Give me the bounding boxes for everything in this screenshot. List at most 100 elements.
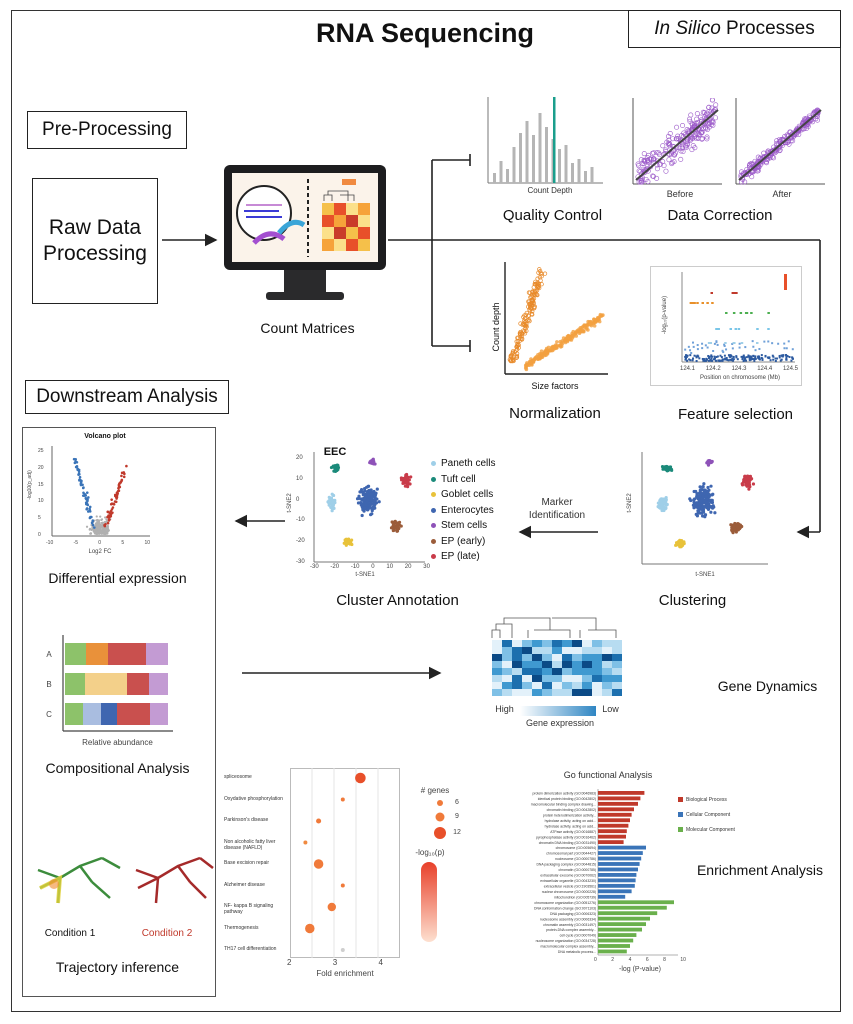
gd-cell	[542, 654, 552, 661]
cluster-annotation-label: Cluster Annotation	[336, 592, 459, 609]
fs-point	[748, 359, 751, 362]
dc-after-point	[810, 114, 816, 120]
tsne-left-point	[408, 482, 412, 486]
volcano-point-up	[108, 518, 111, 521]
dot-mark	[313, 859, 324, 869]
fs-point	[713, 342, 716, 345]
gd-cell	[492, 661, 502, 668]
tsne-right-point	[745, 474, 750, 478]
tsne-right-point	[710, 459, 714, 464]
dot-mark	[303, 840, 308, 845]
fs-point	[710, 292, 714, 294]
tsne-left-point	[332, 506, 336, 510]
dot-term-label: NF- kappa B signaling pathway	[224, 903, 274, 915]
qc-bar	[558, 149, 561, 183]
fs-point	[754, 349, 757, 352]
volcano-point-ns	[101, 529, 105, 532]
tsne-right-point	[709, 510, 713, 514]
go-term-label: pyrophosphatase activity (GO:0016462)	[536, 835, 596, 839]
dc-before-point	[667, 130, 673, 136]
volcano-point-ns	[100, 518, 104, 521]
go-term-label: chromatin binding (GO:0042802)	[547, 808, 596, 812]
gd-cell	[552, 668, 562, 675]
dot-size-9: 9	[455, 813, 459, 820]
fs-point	[724, 342, 727, 344]
fs-xticks: 124.1 124.2 124.3 124.4 124.5	[680, 366, 798, 372]
volcano-point-up	[106, 521, 110, 525]
fs-point	[723, 354, 726, 357]
volcano-point-ns	[105, 518, 108, 521]
go-legend-label: Molecular Component	[686, 826, 735, 833]
go-bar	[598, 851, 643, 855]
fs-point	[709, 359, 712, 362]
legend-dot	[431, 492, 436, 498]
dc-before-point	[704, 134, 710, 140]
ann-ytick: 0	[296, 496, 300, 503]
fs-point	[748, 357, 751, 360]
dc-before-point	[710, 122, 716, 128]
tsne-left-point	[389, 526, 394, 530]
ann-xtick: -10	[350, 564, 360, 570]
gd-cell	[612, 668, 622, 675]
tsne-right-point	[737, 522, 741, 526]
norm-point-high	[522, 331, 528, 336]
tsne-left-point	[356, 501, 361, 505]
fs-point	[689, 359, 692, 362]
tsne-right-point	[698, 488, 702, 492]
go-xtick: 2	[611, 957, 615, 963]
fs-point	[711, 302, 714, 304]
tsne-left-point	[403, 477, 407, 481]
fs-point	[783, 347, 786, 350]
volcano-point-ns	[106, 524, 110, 528]
dc-after-point	[761, 150, 767, 156]
norm-point-high	[534, 288, 540, 293]
volcano-point-ns	[105, 520, 109, 523]
dc-before-point	[713, 115, 719, 121]
in-silico-box: In Silico Processes	[628, 10, 841, 48]
fs-point	[744, 357, 747, 360]
dc-after-point	[755, 168, 761, 174]
norm-point-high	[538, 269, 543, 274]
gd-cell	[572, 661, 582, 668]
go-bar	[598, 801, 638, 806]
tsne-left-point	[404, 480, 408, 484]
gd-cell	[542, 640, 552, 647]
feature-selection-label: Feature selection	[677, 406, 794, 423]
dot-xtick: 4	[378, 958, 383, 967]
fs-point	[686, 354, 689, 357]
fs-point	[692, 341, 695, 344]
tsne-left-point	[409, 475, 413, 479]
preprocessing-label: Pre-Processing	[42, 119, 172, 140]
go-term-label: chromosomal part (GO:0044427)	[546, 852, 596, 856]
go-term-label: hydrolase activity, acting on acid...	[545, 824, 596, 828]
tsne-right-point	[730, 525, 735, 530]
gd-cell	[562, 668, 572, 675]
tsne-right-point	[706, 485, 710, 490]
volcano-point-ns	[94, 530, 97, 533]
fs-point	[730, 359, 733, 362]
volcano-point-down	[88, 505, 92, 509]
gd-cell	[592, 647, 602, 654]
go-xlabel: -log (P-value)	[618, 966, 661, 973]
dot-mark	[340, 883, 345, 888]
gd-cell	[612, 689, 622, 696]
gd-cell	[542, 661, 552, 668]
tsne-right-point	[701, 485, 705, 489]
gd-cell	[572, 682, 582, 689]
go-legend-swatch	[678, 812, 683, 817]
legend-label: Tuft cell	[441, 473, 476, 485]
dc-after-point	[788, 138, 794, 144]
fs-point	[725, 357, 728, 360]
tsne-left-point	[369, 492, 374, 496]
tsne-left-point	[371, 460, 375, 464]
gd-cell	[552, 675, 562, 682]
dc-before-point	[678, 148, 684, 154]
fs-xtick: 124.3	[731, 366, 747, 372]
gd-cell	[582, 668, 592, 675]
tsne-left-point	[360, 513, 364, 518]
volcano-point-ns	[97, 520, 100, 524]
volcano-point-down	[83, 494, 86, 497]
dc-before-point	[684, 142, 690, 148]
dc-before-point	[709, 119, 715, 125]
condition1-label: Condition 1	[44, 928, 96, 939]
